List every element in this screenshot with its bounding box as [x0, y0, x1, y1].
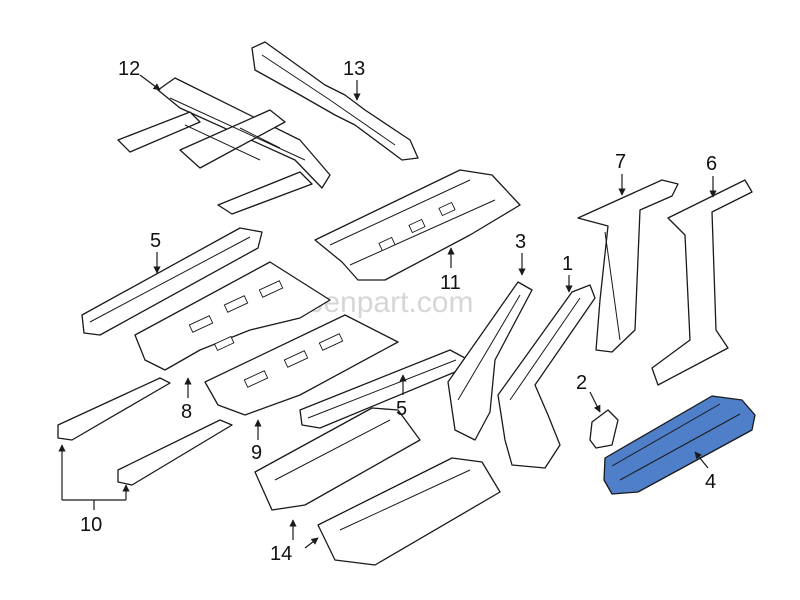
- callout-5-lower: 5: [396, 398, 407, 420]
- callout-2: 2: [576, 372, 587, 394]
- callout-12: 12: [118, 58, 140, 80]
- part-7-center-pillar-inner: [577, 179, 679, 353]
- part-2-bracket: [589, 409, 619, 449]
- callout-5-upper: 5: [150, 230, 161, 252]
- callout-4: 4: [705, 471, 716, 493]
- callout-11: 11: [440, 272, 461, 294]
- part-5-sill-reinforcement-upper: [81, 227, 263, 336]
- part-6-center-pillar-outer: [651, 179, 753, 386]
- part-12-rear-crossmember-assembly: [117, 77, 331, 215]
- callout-3: 3: [515, 231, 526, 253]
- part-9-floor-pan-center: [204, 314, 399, 416]
- part-10-sill-extension-b: [117, 419, 233, 486]
- part-1-hinge-pillar: [497, 284, 596, 469]
- part-4-rocker-panel-highlighted: [603, 395, 756, 495]
- part-10-sill-extension-a: [57, 377, 171, 441]
- callout-9: 9: [251, 442, 262, 464]
- callout-6: 6: [706, 153, 717, 175]
- leader-lines: [58, 74, 717, 549]
- callout-7: 7: [615, 151, 626, 173]
- callout-13: 13: [343, 58, 365, 80]
- part-11-floor-tunnel: [314, 169, 521, 281]
- callout-1: 1: [562, 253, 573, 275]
- callout-14: 14: [270, 543, 292, 565]
- part-3-pillar-reinforcement: [447, 281, 533, 441]
- callout-10: 10: [80, 514, 102, 536]
- part-13-cross-member: [251, 41, 419, 161]
- callout-8: 8: [181, 401, 192, 423]
- part-14-rear-floor-pans: [254, 407, 501, 566]
- part-8-floor-pan-front: [134, 261, 331, 371]
